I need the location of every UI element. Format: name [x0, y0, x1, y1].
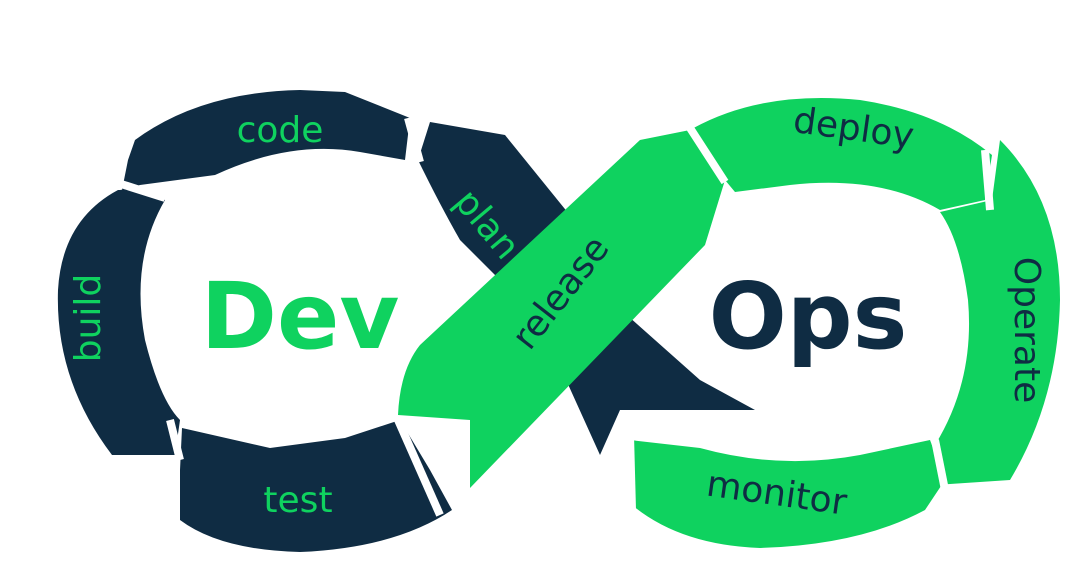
dev-ring-left-segment	[57, 187, 180, 455]
dev-ring-bottom-segment	[180, 420, 452, 552]
center-dev-text: Dev	[201, 263, 400, 370]
segment-separators	[116, 116, 994, 517]
stage-label-code: code	[237, 110, 324, 151]
dev-ring-top-segment	[122, 90, 410, 190]
release-arrow-segment	[398, 130, 725, 488]
ops-ring-bottom-segment	[630, 440, 945, 548]
ops-ring-top-segment	[690, 98, 992, 210]
stage-label-test: test	[263, 480, 332, 521]
stage-label-operate: Operate	[1006, 257, 1047, 403]
ops-loop	[398, 98, 1060, 548]
center-ops-text: Ops	[709, 263, 908, 370]
ops-ring-right-segment	[935, 140, 1060, 485]
stage-label-build: build	[68, 274, 109, 363]
